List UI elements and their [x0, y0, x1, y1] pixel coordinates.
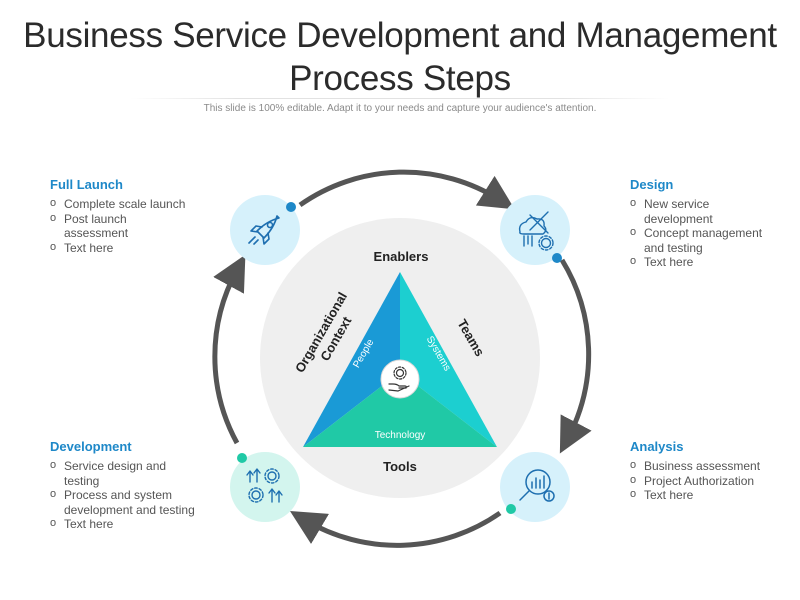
cycle-arrow	[212, 254, 246, 445]
label-technology: Technology	[375, 430, 426, 441]
connector-dot	[237, 453, 247, 463]
step-full-launch: Full Launch Complete scale launch Post l…	[50, 177, 220, 255]
list-item: New service development	[630, 196, 734, 226]
triangle-segment-systems	[400, 272, 497, 447]
list-item: Text here	[50, 240, 220, 256]
icon-circle-full-launch	[230, 195, 300, 265]
label-tools: Tools	[383, 459, 417, 474]
step-heading: Analysis	[630, 439, 684, 454]
list-item: Post launch assessment	[50, 211, 154, 241]
triangle-segment-technology	[303, 372, 497, 447]
icon-circle-design	[500, 195, 570, 265]
list-item: Business assessment	[630, 458, 800, 474]
triangle-segment-people	[303, 272, 400, 447]
step-list: Business assessment Project Authorizatio…	[630, 458, 800, 503]
list-item: Process and system development and testi…	[50, 487, 214, 517]
step-list: Complete scale launch Post launch assess…	[50, 196, 220, 256]
list-item: Concept management and testing	[630, 225, 784, 255]
list-item: Text here	[630, 254, 800, 270]
step-list: New service development Concept manageme…	[630, 196, 800, 270]
list-item: Text here	[630, 487, 800, 503]
design-tools-icon	[518, 211, 554, 251]
cycle-arrow	[559, 258, 592, 454]
connector-dot	[286, 202, 296, 212]
rocket-icon	[248, 215, 280, 245]
step-development: Development Service design and testing P…	[50, 439, 220, 532]
step-heading: Design	[630, 177, 674, 192]
page-subtitle: This slide is 100% editable. Adapt it to…	[203, 103, 597, 114]
step-heading: Development	[50, 439, 132, 454]
page-title: Business Service Development and Managem…	[23, 16, 777, 98]
label-enablers: Enablers	[374, 249, 429, 264]
step-list: Service design and testing Process and s…	[50, 458, 220, 532]
hand-gear-icon	[388, 366, 410, 392]
step-design: Design New service development Concept m…	[630, 177, 800, 270]
connector-dot	[552, 253, 562, 263]
connector-dot	[506, 504, 516, 514]
step-analysis: Analysis Business assessment Project Aut…	[630, 439, 800, 503]
icon-circle-development	[230, 452, 300, 522]
growth-gears-icon	[246, 468, 283, 503]
cycle-arrow	[298, 169, 515, 210]
icon-circle-analysis	[500, 452, 570, 522]
list-item: Complete scale launch	[50, 196, 220, 212]
list-item: Project Authorization	[630, 473, 800, 489]
cycle-arrow	[289, 510, 502, 548]
title-divider	[130, 98, 670, 99]
list-item: Text here	[50, 516, 220, 532]
analysis-magnifier-icon	[519, 469, 555, 502]
step-heading: Full Launch	[50, 177, 123, 192]
list-item: Service design and testing	[50, 458, 194, 488]
